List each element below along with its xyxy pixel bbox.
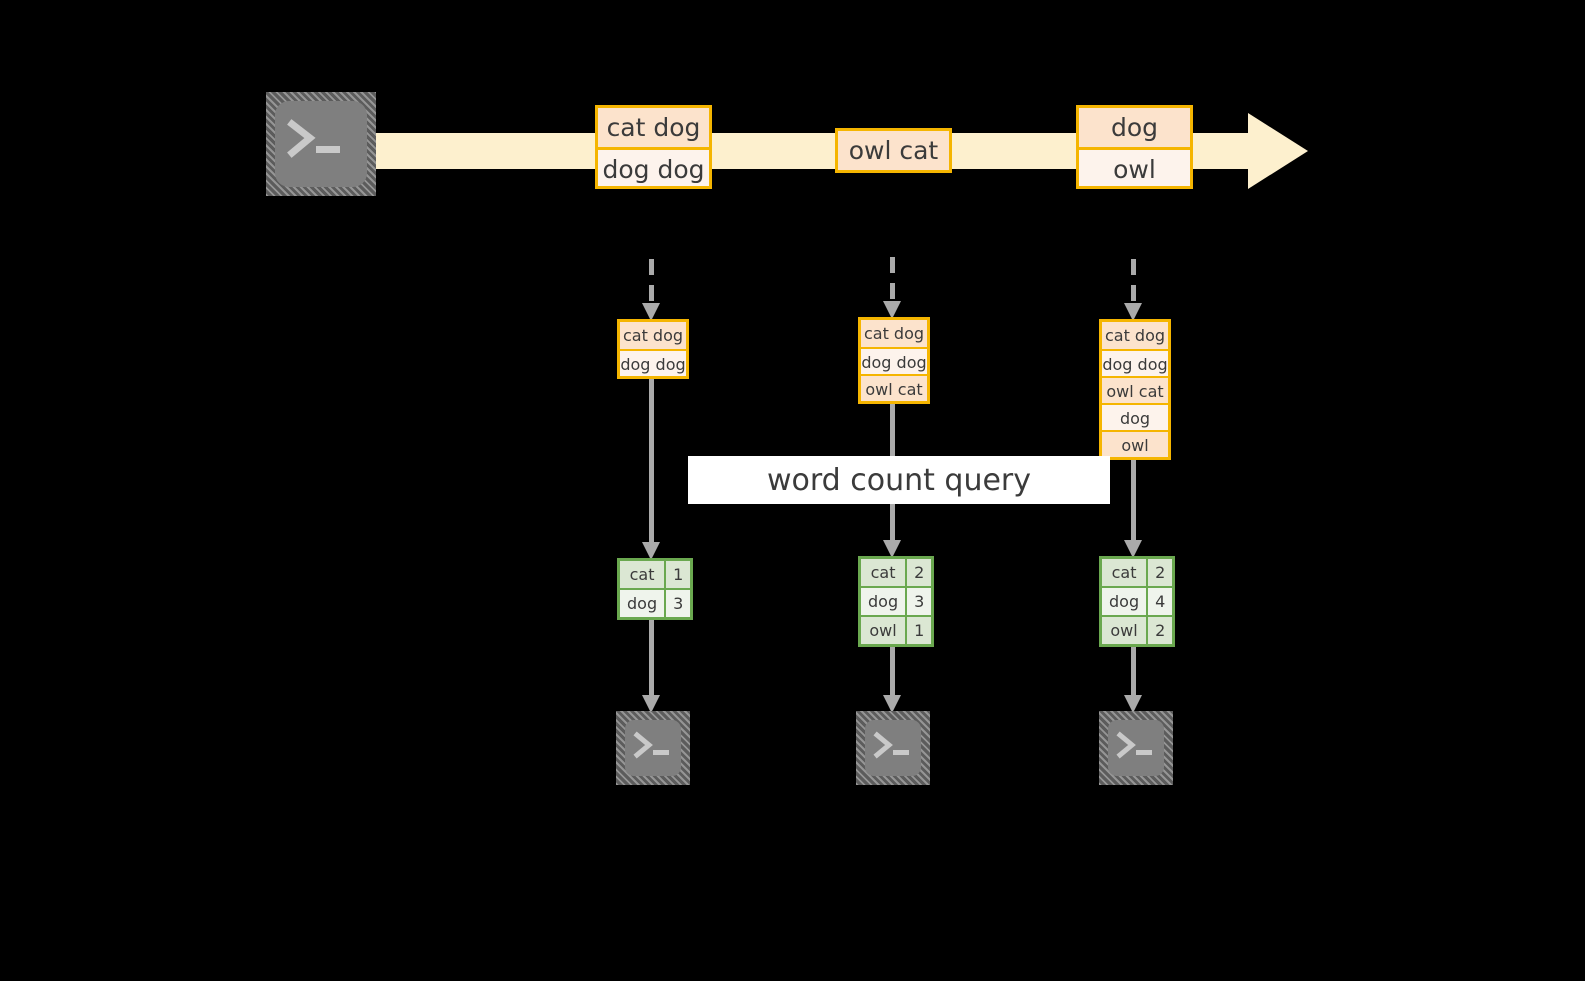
event-row: dog dog [598,147,709,186]
query-connector [642,379,660,560]
event-row: owl cat [838,131,949,170]
result-to-sink-connector [1124,647,1142,713]
terminal-prompt-icon [873,731,909,759]
event-row: owl [1102,430,1168,457]
terminal-prompt-icon [1116,731,1152,759]
result-count: 1 [905,615,934,647]
result-word: dog [617,588,667,620]
result-count: 3 [905,586,934,617]
stream-to-batch-connector [883,257,901,319]
terminal-screen [865,720,921,776]
event-row: dog dog [861,347,927,374]
query-connector [1124,460,1142,558]
event-row: dog dog [620,349,686,376]
sink-terminal-icon[interactable] [616,711,690,785]
stream-event-group: owl cat [835,128,952,173]
terminal-prompt-icon [633,731,669,759]
event-row: owl cat [1102,376,1168,403]
sink-terminal-icon[interactable] [1099,711,1173,785]
event-row: owl [1079,147,1190,186]
result-count: 2 [1146,556,1175,588]
terminal-prompt-icon [287,119,341,159]
result-to-sink-connector [642,620,660,713]
event-row: cat dog [620,322,686,349]
result-word: owl [1099,615,1149,647]
result-word: dog [1099,586,1149,617]
stream-direction-arrow-icon [1248,113,1308,189]
event-row: dog [1102,403,1168,430]
event-row: cat dog [598,108,709,147]
terminal-screen [625,720,681,776]
result-count: 2 [1146,615,1175,647]
event-row: dog [1079,108,1190,147]
event-row: dog dog [1102,349,1168,376]
terminal-screen [275,101,367,187]
result-word: cat [617,558,667,590]
result-word: cat [858,556,908,588]
result-word: cat [1099,556,1149,588]
sink-terminal-icon[interactable] [856,711,930,785]
terminal-screen [1108,720,1164,776]
event-row: cat dog [1102,322,1168,349]
event-row: cat dog [861,320,927,347]
stream-to-batch-connector [642,259,660,321]
result-word: owl [858,615,908,647]
result-word: dog [858,586,908,617]
result-count: 2 [905,556,934,588]
result-count: 1 [664,558,693,590]
stream-to-batch-connector [1124,259,1142,321]
source-terminal-icon[interactable] [266,92,376,196]
result-to-sink-connector [883,647,901,713]
word-count-query-label: word count query [688,456,1110,504]
result-count: 4 [1146,586,1175,617]
result-count: 3 [664,588,693,620]
event-row: owl cat [861,374,927,401]
